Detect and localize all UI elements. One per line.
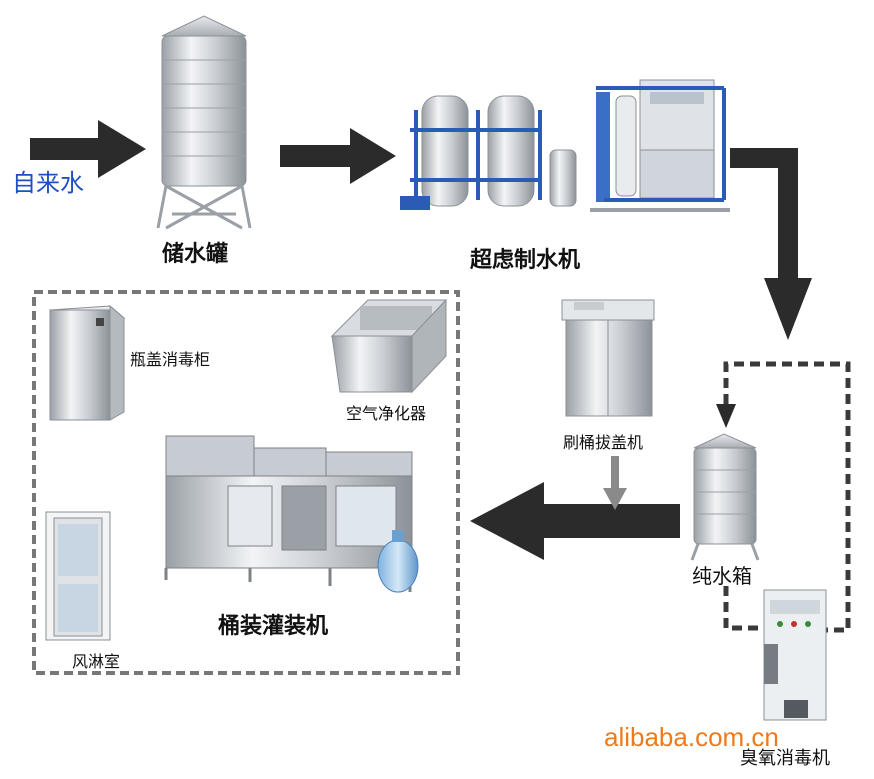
- ozone-machine-label: 臭氧消毒机: [740, 748, 830, 769]
- ozone-machine-image: [763, 589, 827, 721]
- uf-machine-image: [400, 79, 730, 212]
- arrow-loop-into-tank: [716, 404, 736, 428]
- watermark: alibaba.com.cn: [604, 722, 779, 752]
- uf-machine-label: 超虑制水机: [470, 248, 581, 273]
- filling-machine-image: [164, 435, 419, 593]
- arrow-tap-to-tank: [30, 120, 146, 178]
- clean-room-boundary: [32, 290, 460, 675]
- arrow-washer-down: [603, 456, 627, 510]
- air-purifier-image: [330, 298, 448, 394]
- cap-cabinet-label: 瓶盖消毒柜: [130, 350, 211, 369]
- air-shower-image: [45, 511, 111, 641]
- arrow-to-filling: [470, 482, 680, 560]
- air-purifier-label: 空气净化器: [346, 404, 427, 423]
- bucket-washer-label: 刷桶拔盖机: [563, 433, 644, 452]
- pure-water-tank-label: 纯水箱: [692, 564, 752, 588]
- filling-machine-label: 桶装灌装机: [218, 614, 329, 639]
- storage-tank-label: 储水罐: [162, 242, 229, 267]
- storage-tank-image: [156, 15, 252, 230]
- air-shower-label: 风淋室: [72, 652, 121, 671]
- bucket-washer-image: [561, 299, 655, 417]
- arrow-uf-to-pure-tank: [730, 148, 812, 340]
- tap-water-label: 自来水: [12, 169, 84, 197]
- dashed-ozone-loop: [723, 361, 851, 633]
- arrow-tank-to-uf: [280, 128, 396, 184]
- pure-water-tank-image: [690, 433, 760, 561]
- cap-cabinet-image: [48, 304, 126, 421]
